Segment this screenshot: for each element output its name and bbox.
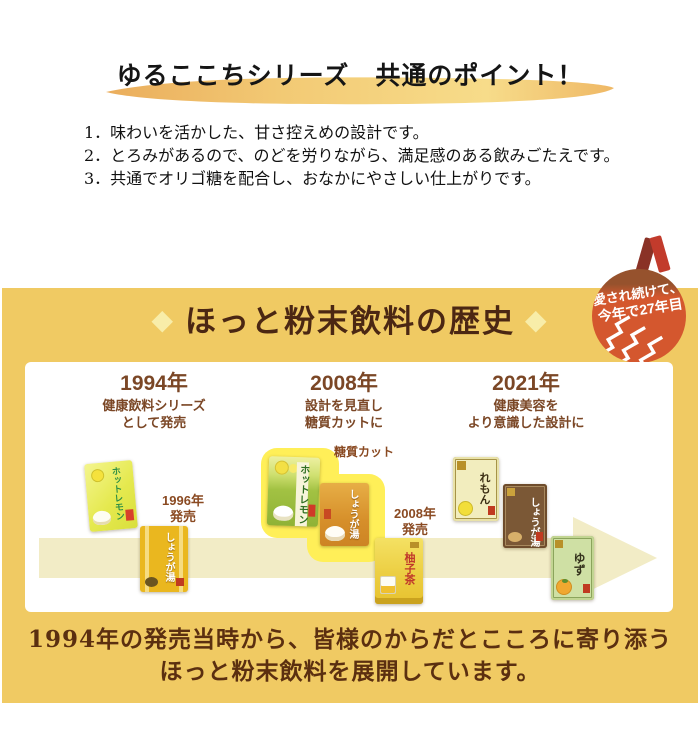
teacup-icon xyxy=(92,510,112,526)
glass-cup-icon xyxy=(380,576,396,594)
product-hot-lemon-1994: ホットレモン xyxy=(84,460,138,532)
lemon-icon xyxy=(274,460,290,475)
milestone-2021: 2021年 健康美容を より意識した設計に xyxy=(467,372,585,430)
point-item-2: 2．とろみがあるので、のどを労りながら、満足感のある飲みごたえです。 xyxy=(84,146,620,165)
history-title-text: ほっと粉末飲料の歴史 xyxy=(185,304,515,340)
diamond-icon: ◆ xyxy=(151,303,175,336)
lemon-icon xyxy=(90,468,105,483)
brush-stroke-decoration xyxy=(106,77,614,105)
teapot-icon xyxy=(145,577,158,587)
product-hot-lemon-2008: ホットレモン xyxy=(266,456,321,527)
history-footer: 1994年の発売当時から、皆様のからだとこころに寄り添う ほっと粉末飲料を展開し… xyxy=(2,624,698,688)
point-item-3: 3．共通でオリゴ糖を配合し、おなかにやさしい仕上がりです。 xyxy=(84,169,541,188)
ginger-icon xyxy=(508,532,522,542)
teacup-icon xyxy=(325,526,345,541)
callout-2008-launch: 2008年 発売 xyxy=(394,506,436,537)
product-yuzucha-2008: 柚子茶 xyxy=(375,538,423,604)
sayagata-pattern-icon xyxy=(592,315,664,363)
points-list: 1．味わいを活かした、甘さ控えめの設計です。 2．とろみがあるので、のどを労りな… xyxy=(84,121,619,190)
seal-icon xyxy=(583,584,590,593)
callout-1996-launch: 1996年 発売 xyxy=(162,493,204,524)
teacup-icon xyxy=(272,505,294,521)
product-lemon-2021: れもん xyxy=(453,457,499,521)
history-section: 愛され続けて、 今年で27年目 ◆ ほっと粉末飲料の歴史 ◆ 1994年 健康飲料シ… xyxy=(2,235,698,703)
leaf-icon xyxy=(562,579,568,583)
seal-icon xyxy=(308,504,316,517)
seal-icon xyxy=(176,578,184,586)
seal-icon xyxy=(324,509,331,519)
seal-icon xyxy=(536,532,543,541)
anniversary-badge: 愛され続けて、 今年で27年目 xyxy=(588,234,700,368)
gold-seal-icon xyxy=(507,488,515,496)
points-section: ゆるここちシリーズ 共通のポイント！ 1．味わいを活かした、甘さ控えめの設計です… xyxy=(0,0,700,288)
gold-seal-icon xyxy=(457,461,466,470)
callout-sugar-cut: 糖質カット xyxy=(333,445,394,459)
product-shogayu-2021: しょうが湯 xyxy=(503,484,547,548)
history-title: ◆ ほっと粉末飲料の歴史 ◆ xyxy=(2,296,698,341)
milestone-1994: 1994年 健康飲料シリーズ として発売 xyxy=(102,372,206,430)
product-shogayu-1996: しょうが湯 xyxy=(140,526,188,592)
diamond-icon: ◆ xyxy=(525,303,549,336)
seal-icon xyxy=(410,542,419,548)
points-title: ゆるここちシリーズ 共通のポイント！ xyxy=(116,61,584,90)
lemon-icon xyxy=(458,501,473,516)
gold-seal-icon xyxy=(555,540,563,548)
milestone-2008: 2008年 設計を見直し 糖質カットに xyxy=(304,372,383,430)
footer-line-2: ほっと粉末飲料を展開しています。 xyxy=(159,658,541,685)
timeline-card: 1994年 健康飲料シリーズ として発売 2008年 設計を見直し 糖質カットに… xyxy=(25,362,673,612)
seal-icon xyxy=(488,506,495,515)
badge-circle: 愛され続けて、 今年で27年目 xyxy=(592,269,686,363)
seal-icon xyxy=(125,509,135,521)
product-shogayu-2008: しょうが湯 xyxy=(320,483,369,546)
footer-line-1: 1994年の発売当時から、皆様のからだとこころに寄り添う xyxy=(27,626,672,653)
point-item-1: 1．味わいを活かした、甘さ控えめの設計です。 xyxy=(84,123,429,142)
product-yuzu-2021: ゆず xyxy=(551,536,594,600)
timeline-arrow xyxy=(39,538,573,578)
